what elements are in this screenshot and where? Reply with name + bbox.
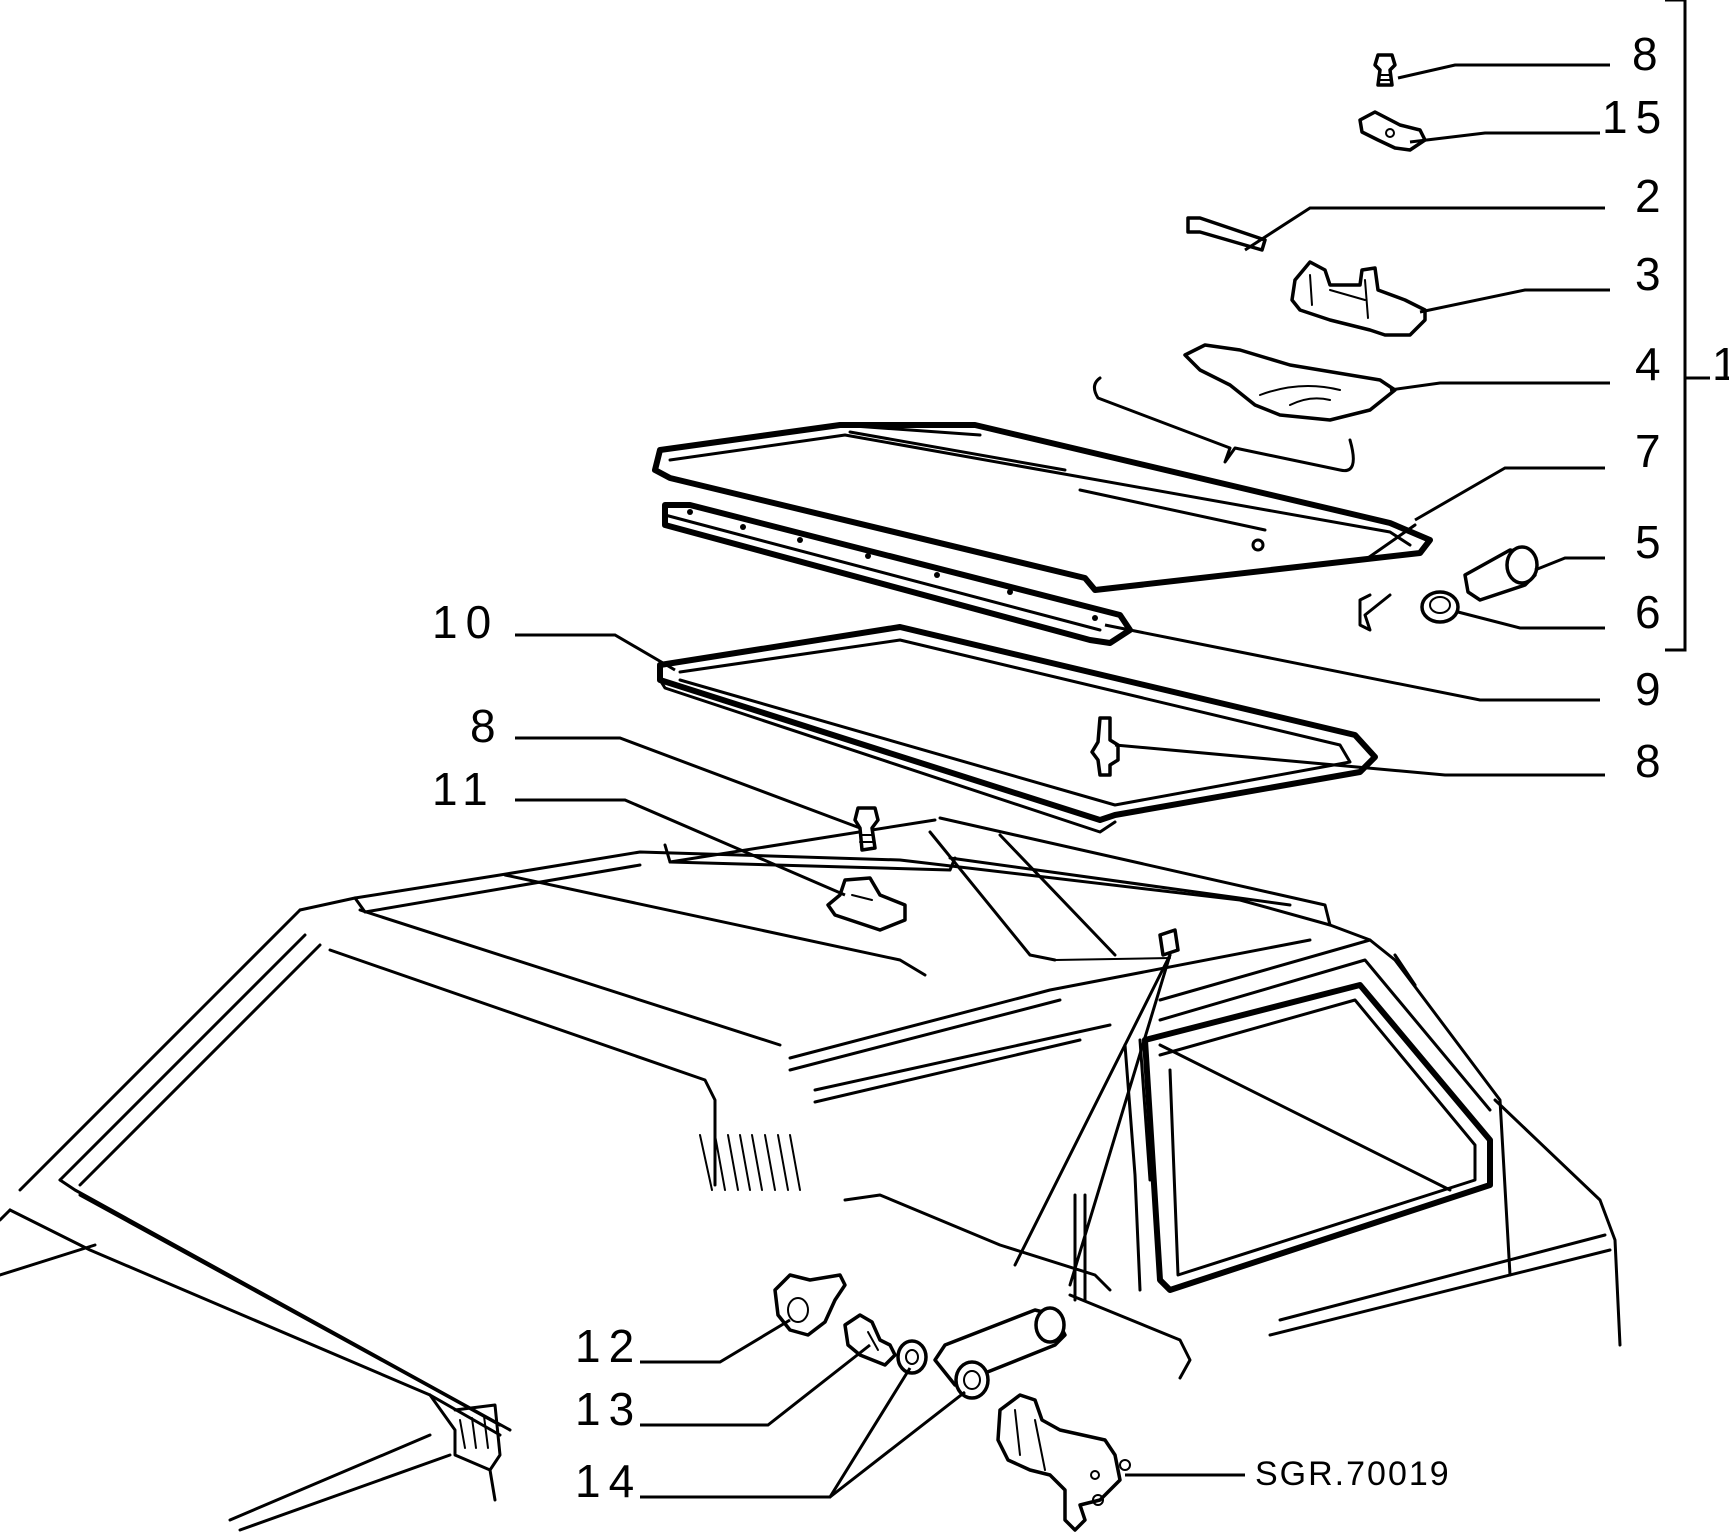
washer-14-b [954,1360,990,1400]
knob-5 [1463,545,1539,602]
callout-8-frame: 8 [1635,735,1669,787]
callout-6: 6 [1635,586,1669,638]
sunroof-seal-frame [657,624,1378,834]
screw-13 [843,1313,897,1367]
callout-2: 2 [1635,170,1669,222]
callout-labels: 8 15 2 3 4 1 7 5 6 9 8 10 8 11 12 13 14 … [432,28,1729,1507]
callout-8-top: 8 [1632,28,1666,80]
leader-lines [515,63,1610,1499]
callout-14: 14 [575,1455,642,1507]
clip-15 [1358,110,1427,152]
callout-4: 4 [1635,338,1669,390]
callout-8-left: 8 [470,700,504,752]
hinge-bracket-lower [996,1393,1131,1532]
callout-15: 15 [1602,91,1669,143]
seal-strip [662,502,1133,646]
callout-11: 11 [432,763,496,815]
callout-9: 9 [1635,663,1669,715]
assembly-brace [1093,376,1355,473]
screw-8-top [1373,53,1397,87]
washer-14-a [896,1339,928,1375]
screw-8-middle [1090,716,1120,777]
callout-7: 7 [1635,425,1669,477]
handle-4 [1183,343,1397,422]
callout-13: 13 [575,1383,642,1435]
screw-8-lower [853,806,880,852]
assembly-brace-lower [1358,523,1417,632]
callout-10: 10 [432,596,499,648]
hinge-tube [933,1306,1067,1387]
hinge-clip-12 [773,1273,847,1337]
callout-1: 1 [1712,338,1729,390]
catch-11 [826,876,907,932]
car-body-outline [0,816,1622,1532]
sunroof-glass-panel [652,422,1433,593]
hinge-bracket-3 [1290,260,1427,337]
drawing-reference: SGR.70019 [1255,1455,1451,1493]
bushing-6 [1420,590,1460,624]
group-bracket-1 [1665,0,1710,652]
pin-2 [1186,216,1267,252]
callout-5: 5 [1635,516,1669,568]
callout-12: 12 [575,1320,642,1372]
callout-3: 3 [1635,248,1669,300]
